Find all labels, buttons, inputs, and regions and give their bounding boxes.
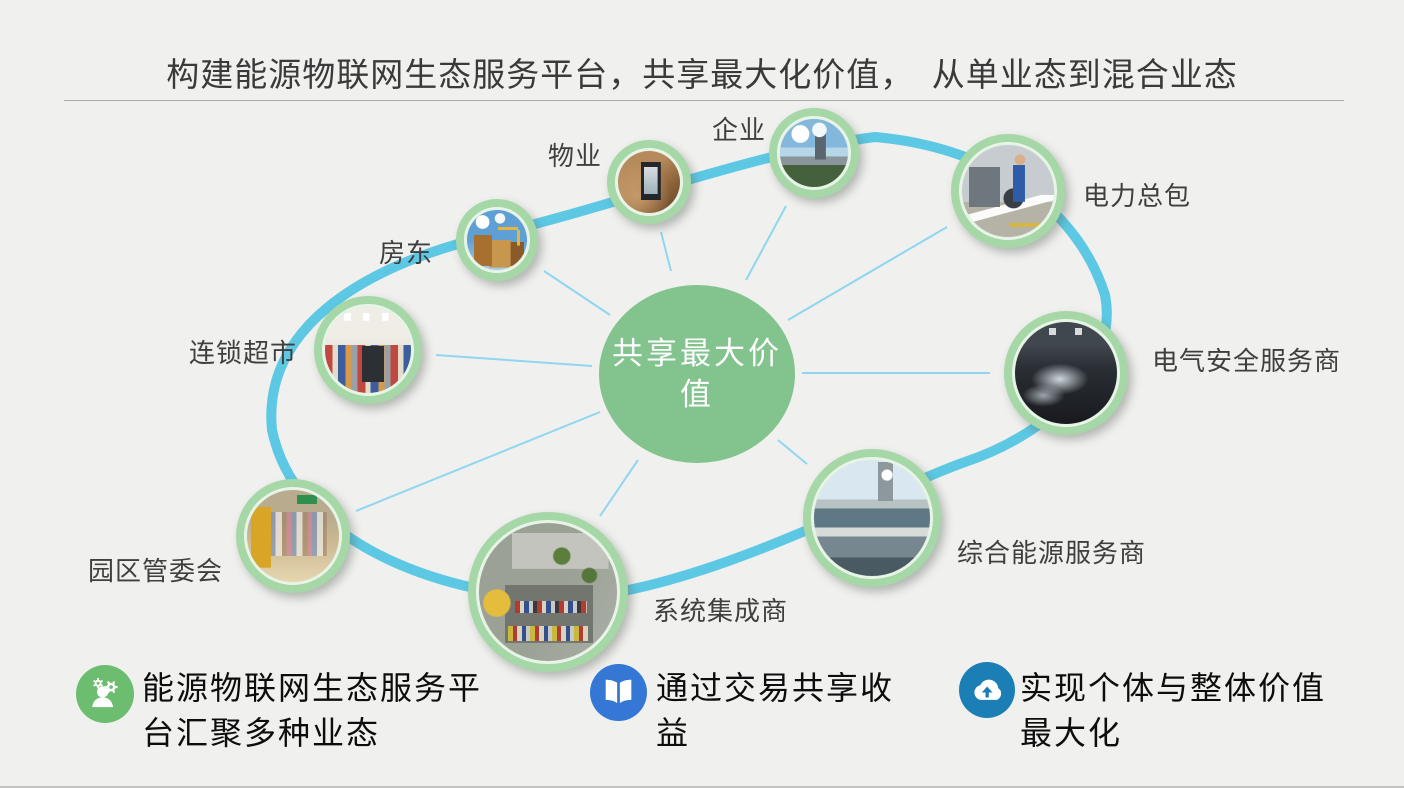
cloud-upload-glyph bbox=[974, 679, 1001, 700]
enterprise-photo bbox=[780, 119, 848, 187]
ray-line-enterprise bbox=[745, 205, 787, 281]
node-energy-service bbox=[803, 449, 941, 587]
node-enterprise bbox=[769, 108, 859, 198]
open-book-glyph bbox=[605, 679, 632, 704]
safety-photo bbox=[1015, 322, 1117, 424]
node-label-property: 物业 bbox=[547, 141, 602, 171]
ray-line-park bbox=[355, 411, 601, 512]
open-book-icon bbox=[590, 664, 647, 721]
node-label-chain-supermarket: 连锁超市 bbox=[188, 338, 297, 368]
power-photo bbox=[962, 145, 1054, 237]
park-photo bbox=[247, 490, 339, 582]
node-label-landlord: 房东 bbox=[378, 238, 433, 268]
ray-line-supermarket bbox=[435, 354, 593, 367]
ray-line-landlord bbox=[543, 270, 611, 316]
ray-line-power bbox=[787, 226, 948, 321]
legend-text-maximize: 实现个体与整体价值最大化 bbox=[1020, 670, 1327, 751]
node-park-committee bbox=[236, 479, 350, 593]
node-label-park-committee: 园区管委会 bbox=[88, 556, 224, 586]
node-label-power-contractor: 电力总包 bbox=[1083, 181, 1192, 211]
node-electrical-safety bbox=[1004, 311, 1128, 435]
people-gears-glyph bbox=[92, 678, 118, 708]
node-label-system-integrator: 系统集成商 bbox=[653, 596, 789, 626]
ray-line-integrator bbox=[599, 459, 639, 517]
node-landlord bbox=[456, 199, 538, 281]
property-photo bbox=[618, 151, 680, 213]
center-value-circle: 共享最大价值 bbox=[599, 285, 795, 463]
slide-bottom-edge bbox=[0, 786, 1404, 788]
legend-text-trade: 通过交易共享收益 bbox=[656, 670, 895, 751]
title-divider-line bbox=[64, 100, 1344, 101]
people-gears-icon bbox=[76, 665, 134, 723]
center-value-label: 共享最大价值 bbox=[612, 336, 782, 412]
node-label-energy-service: 综合能源服务商 bbox=[957, 538, 1147, 568]
node-label-enterprise: 企业 bbox=[711, 115, 766, 145]
ray-line-property bbox=[660, 231, 672, 272]
slide-title: 构建能源物联网生态服务平台，共享最大化价值， 从单业态到混合业态 bbox=[166, 56, 1238, 93]
ray-lines bbox=[355, 205, 990, 517]
node-label-electrical-safety: 电气安全服务商 bbox=[1152, 346, 1342, 376]
cloud-upload-icon bbox=[959, 662, 1015, 718]
integrator-photo bbox=[479, 523, 617, 661]
supermarket-photo bbox=[325, 307, 411, 393]
node-power-contractor bbox=[951, 134, 1065, 248]
node-property bbox=[607, 140, 691, 224]
node-chain-supermarket bbox=[314, 296, 422, 404]
energy-photo bbox=[814, 460, 930, 576]
node-system-integrator bbox=[468, 512, 628, 672]
legend-text-platform: 能源物联网生态服务平台汇聚多种业态 bbox=[142, 670, 483, 751]
ray-line-energy bbox=[777, 439, 808, 465]
landlord-photo bbox=[467, 210, 527, 270]
